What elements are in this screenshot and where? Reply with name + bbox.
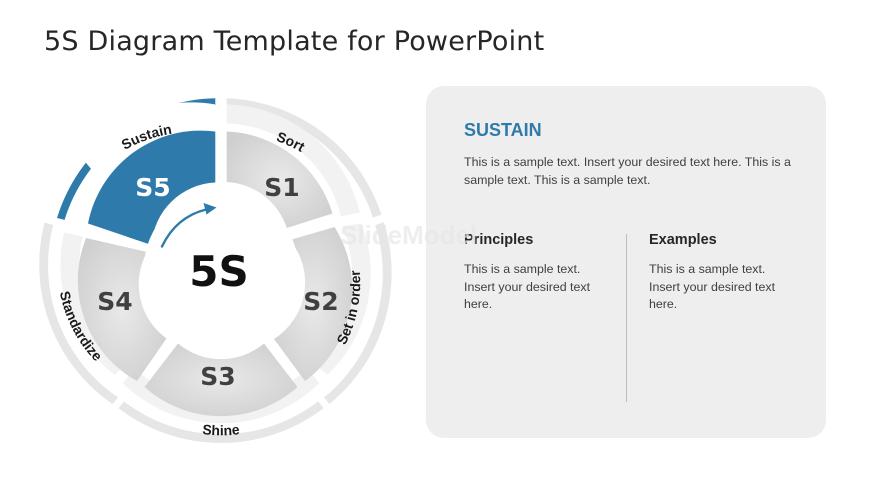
panel-heading: SUSTAIN (464, 120, 542, 140)
info-panel: SUSTAIN This is a sample text. Insert yo… (426, 86, 826, 438)
slide-title: 5S Diagram Template for PowerPoint (44, 26, 545, 57)
middle-ring (60, 102, 371, 424)
ring-label-shine: Shine (202, 421, 241, 438)
examples-text: This is a sample text. Insert your desir… (649, 262, 776, 311)
segment-s4[interactable] (77, 238, 167, 381)
segment-s2[interactable] (274, 227, 353, 381)
segment-s1[interactable] (226, 131, 333, 229)
segment-s2-label: S2 (303, 287, 338, 316)
panel-body-text: This is a sample text. Insert your desir… (464, 155, 791, 187)
watermark-logo: SlideModel (340, 220, 478, 250)
center-circle (144, 191, 298, 345)
segment-s4-label: S4 (97, 287, 132, 316)
segment-s3-label: S3 (200, 362, 235, 391)
five-s-diagram: 5S S1 S2 S3 S4 S5 Sort Set in order Shin… (39, 98, 392, 443)
principles-heading: Principles (464, 232, 534, 248)
principles-text: This is a sample text. Insert your desir… (464, 262, 591, 311)
center-label: 5S (189, 247, 248, 296)
segment-s5[interactable] (88, 130, 216, 245)
segment-s1-label: S1 (264, 173, 299, 202)
rotation-arrow-icon (160, 208, 208, 248)
column-divider (626, 234, 627, 402)
examples-heading: Examples (649, 232, 717, 248)
segment-s3[interactable] (144, 343, 298, 417)
arrow-head-icon (203, 203, 217, 215)
segment-s5-label: S5 (135, 173, 170, 202)
